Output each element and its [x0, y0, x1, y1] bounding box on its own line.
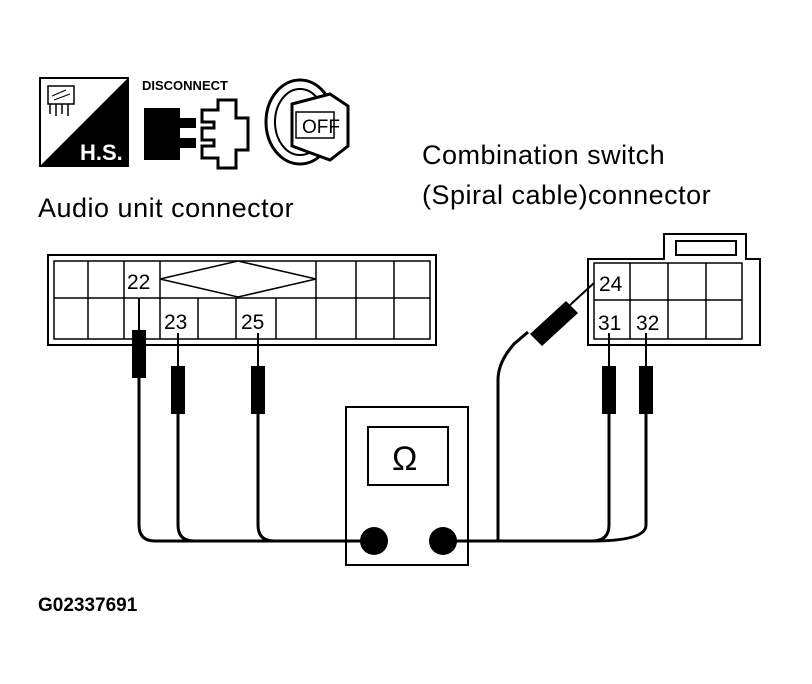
left-probe-wires [137, 376, 374, 543]
probe-pin-24 [530, 282, 595, 346]
harness-service-icon: H.S. [39, 77, 129, 167]
pin-31-label: 31 [598, 312, 621, 335]
combination-switch-label-line2: (Spiral cable)connector [422, 180, 711, 210]
pin-32-label: 32 [636, 312, 659, 335]
figure-code: G02337691 [38, 595, 138, 616]
probe-pin-31 [602, 333, 616, 414]
ohm-symbol: Ω [392, 440, 417, 478]
ignition-key-off-icon: OFF [264, 78, 350, 166]
hs-label: H.S. [80, 140, 123, 165]
pin-22-label: 22 [127, 271, 150, 294]
audio-unit-label: Audio unit connector [38, 193, 294, 223]
disconnect-connector-icon: DISCONNECT [142, 78, 250, 170]
probe-pin-25 [251, 333, 265, 414]
probe-pin-22 [132, 298, 146, 378]
combination-switch-connector: 24 31 32 [587, 233, 761, 346]
disconnect-label: DISCONNECT [142, 78, 228, 93]
pin-23-label: 23 [164, 311, 187, 334]
ignition-off-label: OFF [302, 117, 340, 138]
pin-24-label: 24 [599, 273, 623, 296]
probe-pin-32 [639, 333, 653, 414]
combination-switch-label-line1: Combination switch [422, 140, 665, 170]
audio-unit-connector: 22 23 25 [47, 254, 437, 346]
probe-pin-23 [171, 333, 185, 414]
right-probe-wires [443, 330, 648, 543]
pin-25-label: 25 [241, 311, 264, 334]
